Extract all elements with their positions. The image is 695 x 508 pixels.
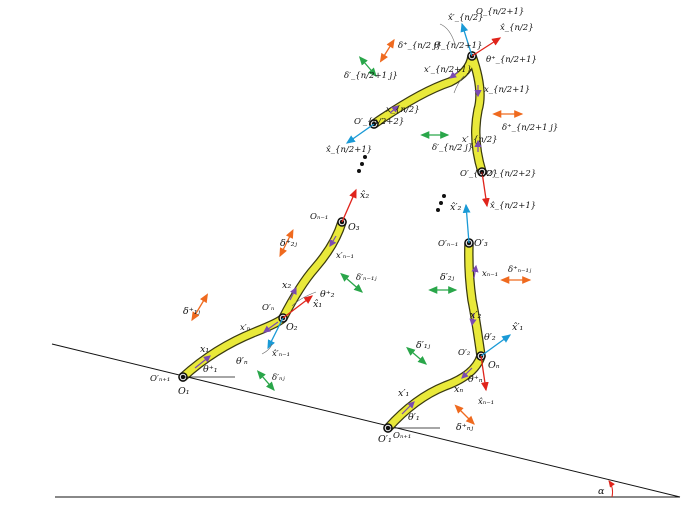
label-xn-prime: x′ₙ: [240, 323, 251, 333]
left-vectors: [191, 188, 363, 391]
label-delta1j: δ⁺₁ⱼ: [183, 306, 201, 317]
label-ohalf2-right: O′_{n/2+2}: [486, 169, 536, 179]
label-ohalf1: O_{n/2+1}: [476, 7, 524, 17]
label-xhat-n1: x̂′ₙ₋₁: [272, 348, 290, 359]
label-on1-prime-right: O′ₙ₋₁: [438, 239, 458, 249]
label-theta2: θ⁺₂: [320, 289, 335, 300]
label-xhat1: x̂₁: [313, 299, 322, 310]
label-delta1j-prime: δ′₁ⱼ: [416, 340, 431, 351]
label-theta1-prime: θ′₁: [408, 412, 420, 423]
label-delta-halfj-prime: δ′_{n/2 j}: [432, 143, 473, 153]
slope-line: [51, 343, 681, 498]
label-xn: xₙ: [454, 384, 463, 395]
label-xhat2-right: x̂′₂: [450, 202, 462, 213]
label-on-prime: O′ₙ: [262, 303, 275, 313]
label-x-half1: x_{n/2+1}: [484, 85, 530, 95]
label-xn1: xₙ₋₁: [482, 269, 498, 279]
right-vectors: [401, 203, 532, 425]
alpha-label: α: [598, 486, 605, 497]
label-delta2j-prime: δ′₂ⱼ: [440, 272, 455, 283]
label-on1: Oₙ₋₁: [310, 212, 328, 222]
label-theta1: θ⁺₁: [203, 364, 218, 375]
label-xhat2: x̂₂: [360, 190, 369, 201]
label-delta-nj: δ′ₙⱼ: [272, 373, 285, 383]
label-theta-half1-plus: θ⁺_{n/2+1}: [486, 55, 537, 65]
label-theta-n: θ′ₙ: [236, 356, 248, 367]
label-theta-half1: θ′_{n/2+1}: [434, 41, 482, 51]
ellipsis-dots: [357, 155, 446, 212]
label-o1: O₁: [178, 386, 190, 397]
labels: O₁ O′ₙ₊₁ O₂ O′ₙ O₃ Oₙ₋₁ x̂₂ x̂₁ x̂′ₙ₋₁ x…: [150, 7, 558, 445]
label-o3-prime: O′₃: [474, 238, 488, 249]
label-theta2-prime: θ′₂: [484, 332, 496, 343]
label-delta-n1j: δ′ₙ₋₁ⱼ: [356, 273, 377, 283]
label-xhat-half1: x̂_{n/2+1}: [490, 200, 536, 211]
label-on: Oₙ: [488, 360, 500, 371]
label-o2: O₂: [286, 322, 298, 333]
label-x-half: x_{n/2}: [386, 105, 420, 115]
label-ohalf-right: O′_{n/2}: [460, 169, 498, 179]
label-o2-prime: O′₂: [458, 348, 471, 358]
label-ohalf-prime: O′_{n/2+2}: [354, 117, 404, 127]
label-x2: x₂: [282, 280, 291, 291]
label-x1: x₁: [200, 344, 209, 355]
label-xhat-n1-right: x̂ₙ₋₁: [478, 396, 494, 407]
label-x-half-prime: x′_{n/2}: [462, 135, 498, 145]
label-x1-prime: x′₁: [398, 388, 409, 399]
label-on1-right: Oₙ₊₁: [393, 431, 411, 441]
leader-lines: [261, 23, 465, 355]
label-xhat-half-right: x̂_{n/2}: [500, 22, 534, 33]
label-delta-half1j-plus: δ⁺_{n/2+1 j}: [502, 123, 558, 133]
label-on1-prime: O′ₙ₊₁: [150, 374, 170, 384]
label-o1-prime: O′₁: [378, 434, 392, 445]
label-theta-n-plus: θ⁺ₙ: [468, 374, 483, 385]
label-xhat1-right: x̂′₁: [512, 322, 523, 333]
label-x2-prime: x′₂: [470, 310, 482, 321]
label-o3: O₃: [348, 222, 360, 233]
label-delta-nj-plus: δ⁺ₙⱼ: [456, 422, 474, 433]
label-xn1-prime: x′ₙ₋₁: [336, 251, 354, 261]
label-x-half1-prime: x′_{n/2+1}: [424, 65, 472, 75]
label-xhat-half: x̂′_{n/2}: [448, 12, 484, 23]
label-xhat-half1-left: x̂_{n/2+1}: [326, 144, 372, 155]
top-vectors: [345, 22, 524, 208]
label-delta-halfj: δ⁺_{n/2 j}: [398, 41, 442, 51]
label-delta-n1j-plus: δ⁺ₙ₋₁ⱼ: [508, 265, 532, 275]
label-delta-half1j: δ′_{n/2+1 j}: [344, 71, 398, 81]
label-delta2j: δ⁺₂ⱼ: [280, 238, 298, 249]
right-leg: [383, 238, 486, 433]
alpha-arc: [608, 480, 615, 498]
